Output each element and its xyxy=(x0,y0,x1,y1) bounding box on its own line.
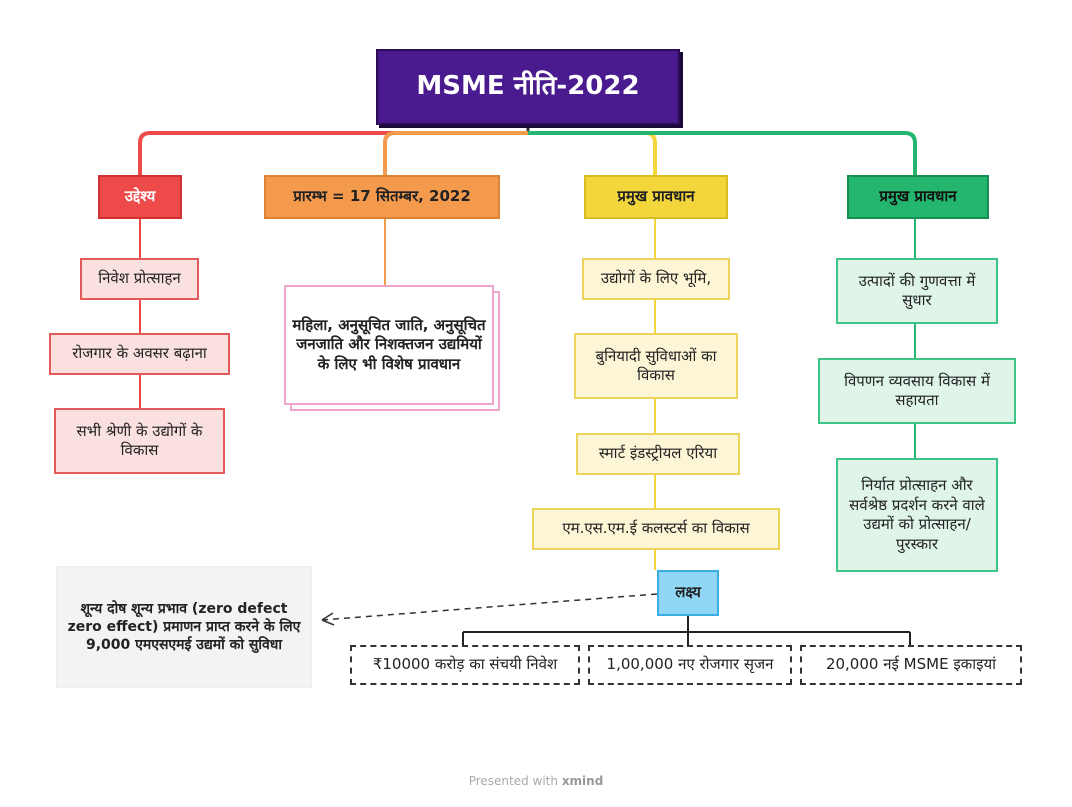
goal-item[interactable]: 1,00,000 नए रोजगार सृजन xyxy=(588,645,792,685)
objective-item[interactable]: निवेश प्रोत्साहन xyxy=(80,258,199,300)
goal-item[interactable]: ₹10000 करोड़ का संचयी निवेश xyxy=(350,645,580,685)
footer-credit: Presented with xmind xyxy=(0,774,1072,788)
xmind-logo: xmind xyxy=(561,774,604,788)
branch-start-date[interactable]: प्रारम्भ = 17 सितम्बर, 2022 xyxy=(264,175,500,219)
branch-provisions-1[interactable]: प्रमुख प्रावधान xyxy=(584,175,728,219)
special-provision-note[interactable]: महिला, अनुसूचित जाति, अनुसूचित जनजाति और… xyxy=(284,285,494,405)
zero-defect-note[interactable]: शून्य दोष शून्य प्रभाव (zero defect zero… xyxy=(56,566,312,688)
branch-objective[interactable]: उद्देश्य xyxy=(98,175,182,219)
provision-item[interactable]: उद्योगों के लिए भूमि, xyxy=(582,258,730,300)
provision-item[interactable]: विपणन व्यवसाय विकास में सहायता xyxy=(818,358,1016,424)
provision-item[interactable]: उत्पादों की गुणवत्ता में सुधार xyxy=(836,258,998,324)
root-topic[interactable]: MSME नीति-2022 xyxy=(376,49,680,125)
goal-item[interactable]: 20,000 नई MSME इकाइयां xyxy=(800,645,1022,685)
provision-item[interactable]: निर्यात प्रोत्साहन और सर्वश्रेष्ठ प्रदर्… xyxy=(836,458,998,572)
objective-item[interactable]: सभी श्रेणी के उद्योगों के विकास xyxy=(54,408,225,474)
provision-item[interactable]: स्मार्ट इंडस्ट्रीयल एरिया xyxy=(576,433,740,475)
provision-item[interactable]: बुनियादी सुविधाओं का विकास xyxy=(574,333,738,399)
branch-provisions-2[interactable]: प्रमुख प्रावधान xyxy=(847,175,989,219)
goal-topic[interactable]: लक्ष्य xyxy=(657,570,719,616)
provision-item[interactable]: एम.एस.एम.ई कलस्टर्स का विकास xyxy=(532,508,780,550)
objective-item[interactable]: रोजगार के अवसर बढ़ाना xyxy=(49,333,230,375)
footer-prefix: Presented with xyxy=(468,774,558,788)
